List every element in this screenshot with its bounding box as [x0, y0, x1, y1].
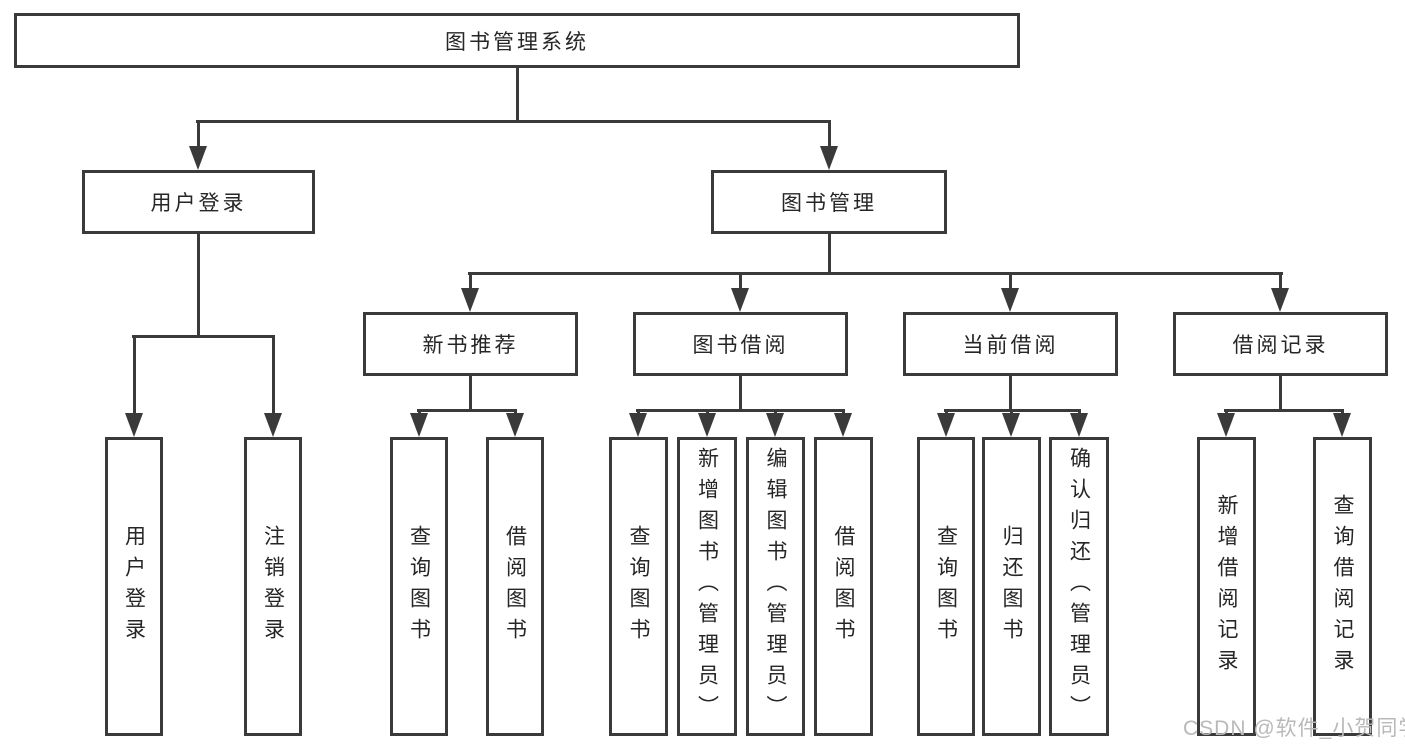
arrow-down-icon [189, 146, 207, 170]
node-current-borrow: 当前借阅 [903, 312, 1118, 376]
node-book-management-label: 图书管理 [781, 192, 877, 215]
arrow-down-icon [1217, 413, 1235, 437]
leaf-borrow-book-label: 借阅图书 [832, 524, 855, 649]
leaf-borrow-edit-admin-label: 编辑图书（管理员） [764, 447, 787, 726]
node-book-borrow: 图书借阅 [633, 312, 848, 376]
connector-login-bar [132, 335, 275, 338]
node-new-book-recommend-label: 新书推荐 [422, 334, 519, 357]
arrow-down-icon [834, 413, 852, 437]
arrow-down-icon [125, 413, 143, 437]
leaf-newbook-borrow: 借阅图书 [486, 437, 544, 736]
arrow-down-icon [698, 413, 716, 437]
leaf-current-query: 查询图书 [917, 437, 975, 736]
arrow-down-icon [937, 413, 955, 437]
connector-drop-user-login [133, 335, 136, 415]
arrow-down-icon [629, 413, 647, 437]
leaf-logout: 注销登录 [244, 437, 302, 736]
arrow-down-icon [1001, 288, 1019, 312]
arrow-down-icon [820, 146, 838, 170]
connector-drop-logout [272, 335, 275, 415]
connector-management-trunk [828, 234, 831, 275]
node-new-book-recommend: 新书推荐 [363, 312, 578, 376]
connector-drop-section-4 [1279, 272, 1282, 290]
leaf-newbook-query: 查询图书 [390, 437, 448, 736]
leaf-borrow-book: 借阅图书 [814, 437, 873, 736]
connector-drop-borrow-2 [706, 409, 709, 415]
node-library-system-label: 图书管理系统 [445, 30, 589, 54]
leaf-newbook-borrow-label: 借阅图书 [503, 524, 527, 649]
connector-root-bar [196, 120, 831, 123]
node-user-login-label: 用户登录 [150, 192, 247, 215]
connector-drop-login [197, 120, 200, 148]
connector-drop-borrow-1 [637, 409, 640, 415]
connector-record-trunk [1279, 376, 1282, 412]
leaf-borrow-edit-admin: 编辑图书（管理员） [746, 437, 805, 736]
node-user-login: 用户登录 [82, 170, 315, 234]
connector-record-bar [1224, 409, 1344, 412]
arrow-down-icon [1333, 413, 1351, 437]
connector-drop-management [828, 120, 831, 148]
connector-drop-current-2 [1010, 409, 1013, 415]
connector-drop-section-2 [739, 272, 742, 290]
node-book-borrow-label: 图书借阅 [692, 334, 789, 357]
leaf-record-query-label: 查询借阅记录 [1331, 493, 1354, 680]
arrow-down-icon [731, 288, 749, 312]
connector-newbook-bar [417, 409, 517, 412]
connector-drop-section-3 [1009, 272, 1012, 290]
connector-drop-section-1 [469, 272, 472, 290]
leaf-current-return: 归还图书 [982, 437, 1041, 736]
watermark-text: CSDN @软件_小贺同学 [1183, 717, 1405, 740]
leaf-borrow-add-admin-label: 新增图书（管理员） [695, 447, 719, 726]
node-current-borrow-label: 当前借阅 [962, 334, 1059, 357]
leaf-borrow-query-label: 查询图书 [627, 524, 650, 649]
leaf-user-login-label: 用户登录 [122, 524, 146, 649]
arrow-down-icon [506, 413, 524, 437]
leaf-current-return-label: 归还图书 [1000, 524, 1023, 649]
arrow-down-icon [766, 413, 784, 437]
leaf-borrow-query: 查询图书 [609, 437, 668, 736]
arrow-down-icon [410, 413, 428, 437]
node-book-management: 图书管理 [711, 170, 947, 234]
node-borrow-record: 借阅记录 [1173, 312, 1388, 376]
connector-drop-current-1 [945, 409, 948, 415]
connector-drop-borrow-4 [842, 409, 845, 415]
node-library-system: 图书管理系统 [14, 13, 1020, 68]
arrow-down-icon [461, 288, 479, 312]
connector-management-bar [468, 272, 1283, 275]
leaf-record-add: 新增借阅记录 [1197, 437, 1256, 736]
leaf-current-confirm-admin-label: 确认归还（管理员） [1067, 447, 1091, 726]
connector-drop-newbook-1 [418, 409, 421, 415]
leaf-user-login: 用户登录 [105, 437, 163, 736]
connector-root-trunk [516, 68, 519, 122]
connector-drop-newbook-2 [514, 409, 517, 415]
leaf-borrow-add-admin: 新增图书（管理员） [677, 437, 737, 736]
leaf-record-query: 查询借阅记录 [1313, 437, 1372, 736]
connector-drop-record-2 [1341, 409, 1344, 415]
node-borrow-record-label: 借阅记录 [1232, 334, 1329, 357]
arrow-down-icon [264, 413, 282, 437]
connector-login-trunk [197, 234, 200, 338]
connector-newbook-trunk [469, 376, 472, 412]
connector-current-trunk [1009, 376, 1012, 412]
arrow-down-icon [1271, 288, 1289, 312]
arrow-down-icon [1070, 413, 1088, 437]
connector-borrow-trunk [739, 376, 742, 412]
leaf-current-confirm-admin: 确认归还（管理员） [1049, 437, 1109, 736]
connector-drop-record-1 [1225, 409, 1228, 415]
leaf-newbook-query-label: 查询图书 [407, 524, 431, 649]
leaf-current-query-label: 查询图书 [934, 524, 958, 649]
leaf-logout-label: 注销登录 [261, 524, 285, 649]
connector-drop-borrow-3 [774, 409, 777, 415]
arrow-down-icon [1002, 413, 1020, 437]
leaf-record-add-label: 新增借阅记录 [1215, 493, 1238, 680]
connector-borrow-bar [636, 409, 845, 412]
connector-drop-current-3 [1078, 409, 1081, 415]
